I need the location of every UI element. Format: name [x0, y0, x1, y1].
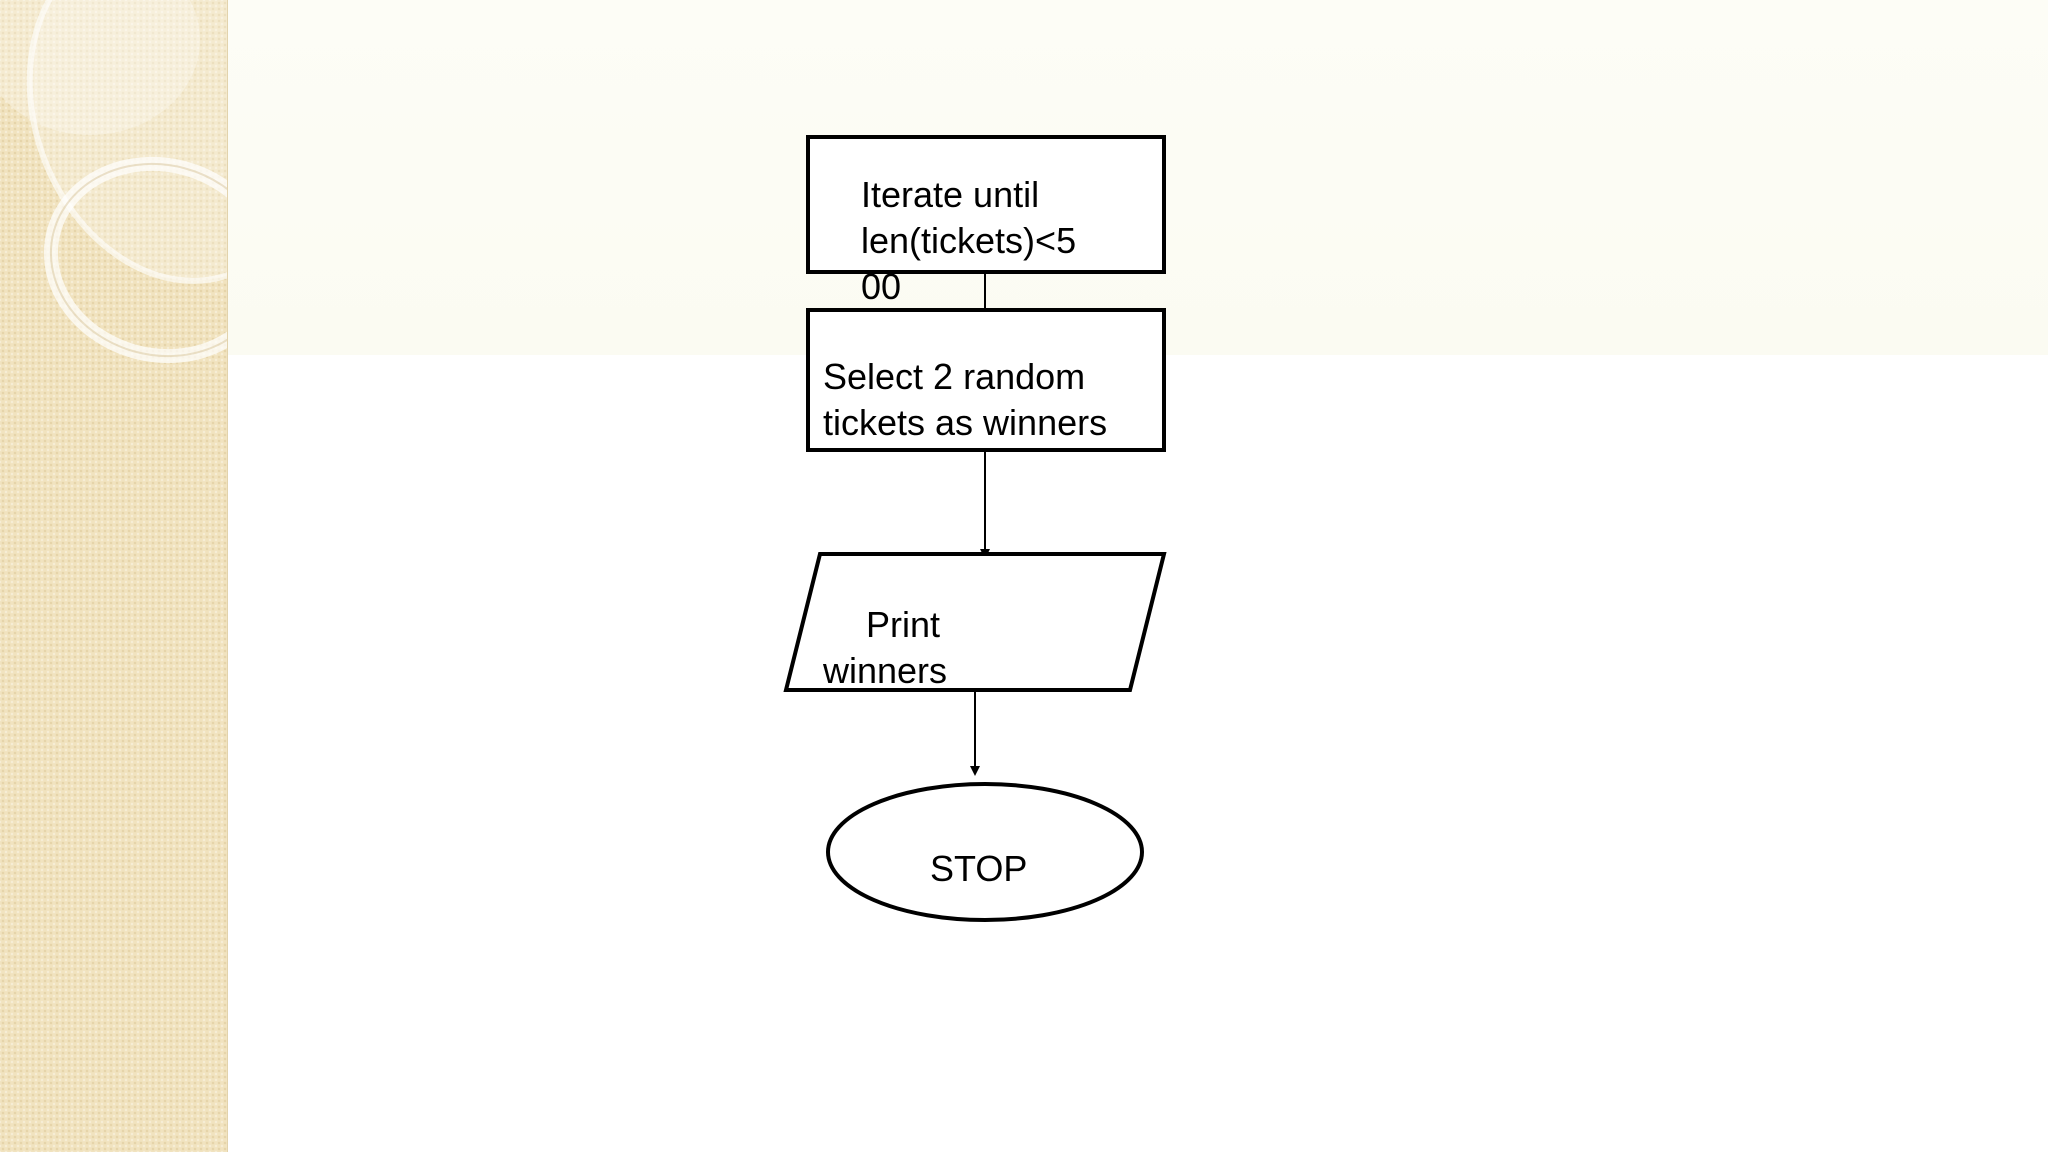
- node-print-parallelogram: [783, 552, 1167, 692]
- node-select-box: [806, 308, 1166, 452]
- node-stop-ellipse: [826, 782, 1144, 922]
- node-stop-line-1: STOP: [930, 848, 1028, 889]
- node-iterate-label: Iterate until len(tickets)<5 00: [861, 172, 1076, 310]
- node-iterate-line-3: 00: [861, 266, 902, 307]
- node-select-line-2: tickets as winners: [823, 402, 1108, 443]
- node-select-label: Select 2 random tickets as winners: [823, 354, 1107, 446]
- node-print-line-1: Print: [866, 604, 941, 645]
- node-iterate-line-1: Iterate until: [861, 174, 1040, 215]
- decorative-rings: [0, 0, 227, 364]
- node-iterate-box: [806, 135, 1166, 274]
- node-print-line-2: winners: [823, 650, 948, 691]
- node-iterate-line-2: len(tickets)<5: [861, 220, 1077, 261]
- decorative-side-panel: [0, 0, 228, 1152]
- node-print-label: Print winners: [823, 602, 947, 694]
- node-stop-label: STOP: [930, 846, 1027, 892]
- node-select-line-1: Select 2 random: [823, 356, 1086, 397]
